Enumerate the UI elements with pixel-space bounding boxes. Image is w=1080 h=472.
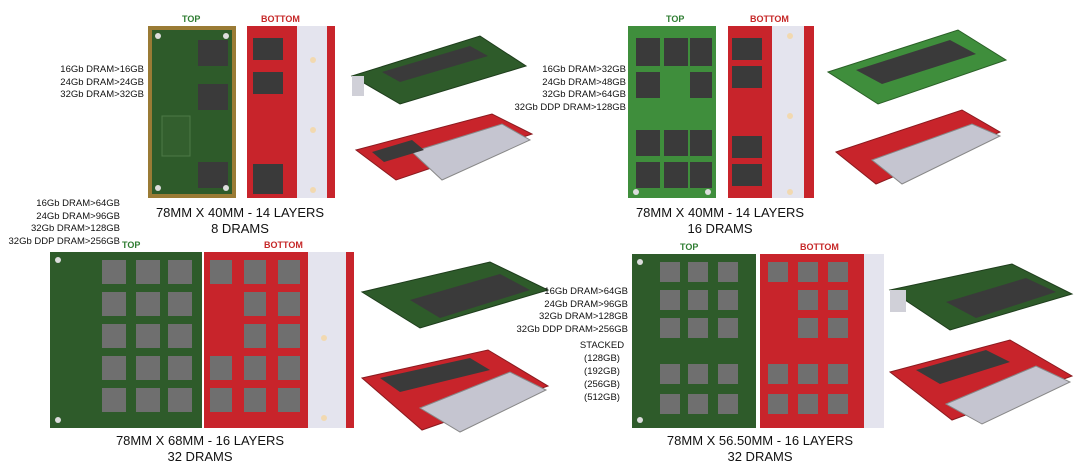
- m2-config-line: 24Gb DRAM>48GB: [542, 76, 626, 88]
- m1-top-board: [148, 26, 236, 198]
- m1-config-line: 16Gb DRAM>16GB: [60, 64, 144, 75]
- m3-3d-top-view: [360, 261, 550, 329]
- m3-caption-drams: 32 DRAMS: [167, 449, 233, 464]
- m4-config-line: 32Gb DRAM>128GB: [539, 311, 628, 322]
- m1-config-line: 32Gb DRAM>32GB: [60, 89, 144, 100]
- m2-caption-dimensions: 78MM X 40MM - 14 LAYERS: [635, 205, 805, 220]
- m4-bottom-label: BOTTOM: [800, 242, 839, 252]
- m2-config-line: 32Gb DDP DRAM>128GB: [514, 101, 627, 113]
- m4-top-board: [632, 254, 756, 428]
- m2-3d-bottom-view: [834, 109, 1002, 185]
- m1-3d-top-view: [350, 35, 528, 105]
- m3-bottom-board: [204, 252, 354, 428]
- m1-bottom-board: [247, 26, 335, 198]
- m3-caption-dimensions: 78MM X 68MM - 16 LAYERS: [115, 433, 285, 448]
- m2-caption: 78MM X 40MM - 14 LAYERS 16 DRAMS: [600, 205, 840, 237]
- m1-caption-drams: 8 DRAMS: [211, 221, 269, 236]
- m3-top-board: [50, 252, 202, 428]
- m2-top-board: [628, 26, 716, 198]
- m4-bottom-board: [760, 254, 884, 428]
- m3-config-line: 32Gb DDP DRAM>256GB: [8, 235, 121, 247]
- m3-bottom-label: BOTTOM: [264, 240, 303, 250]
- m1-config-line: 24Gb DRAM>24GB: [60, 76, 144, 88]
- m4-stacked-line: (192GB): [584, 366, 620, 377]
- m4-3d-top-view: [888, 263, 1074, 331]
- m1-3d-bottom-view: [354, 113, 534, 181]
- m2-config-line: 16Gb DRAM>32GB: [542, 64, 626, 75]
- m3-3d-bottom-view: [360, 349, 550, 433]
- m4-stacked-list: STACKED (128GB) (192GB) (256GB) (512GB): [576, 339, 628, 404]
- m1-caption: 78MM X 40MM - 14 LAYERS 8 DRAMS: [120, 205, 360, 237]
- m4-caption-drams: 32 DRAMS: [727, 449, 793, 464]
- m2-top-label: TOP: [666, 14, 685, 24]
- m4-3d-bottom-view: [888, 339, 1074, 425]
- m3-top-label: TOP: [122, 240, 141, 250]
- m2-config-list: 16Gb DRAM>32GB 24Gb DRAM>48GB 32Gb DRAM>…: [500, 64, 627, 114]
- m3-config-line: 16Gb DRAM>64GB: [36, 198, 120, 209]
- m4-top-label: TOP: [680, 242, 699, 252]
- m2-bottom-label: BOTTOM: [750, 14, 789, 24]
- m3-caption: 78MM X 68MM - 16 LAYERS 32 DRAMS: [80, 433, 320, 465]
- m4-config-list: 16Gb DRAM>64GB 24Gb DRAM>96GB 32Gb DRAM>…: [506, 286, 629, 336]
- m3-config-list: 16Gb DRAM>64GB 24Gb DRAM>96GB 32Gb DRAM>…: [2, 198, 121, 248]
- m1-bottom-label: BOTTOM: [261, 14, 300, 24]
- m4-stacked-line: (512GB): [584, 392, 620, 403]
- m2-bottom-board: [728, 26, 814, 198]
- m1-config-list: 16Gb DRAM>16GB 24Gb DRAM>24GB 32Gb DRAM>…: [40, 64, 144, 102]
- m1-caption-dimensions: 78MM X 40MM - 14 LAYERS: [155, 205, 325, 220]
- m4-caption-dimensions: 78MM X 56.50MM - 16 LAYERS: [666, 433, 854, 448]
- m4-stacked-title: STACKED: [579, 340, 625, 351]
- m2-config-line: 32Gb DRAM>64GB: [542, 89, 626, 100]
- m2-caption-drams: 16 DRAMS: [687, 221, 753, 236]
- m4-config-line: 24Gb DRAM>96GB: [544, 298, 628, 310]
- m3-config-line: 32Gb DRAM>128GB: [31, 223, 120, 234]
- m4-caption: 78MM X 56.50MM - 16 LAYERS 32 DRAMS: [630, 433, 890, 465]
- m4-config-line: 32Gb DDP DRAM>256GB: [516, 323, 629, 335]
- m1-top-label: TOP: [182, 14, 201, 24]
- m4-config-line: 16Gb DRAM>64GB: [544, 286, 628, 297]
- m4-stacked-line: (128GB): [584, 353, 620, 364]
- m4-stacked-line: (256GB): [584, 379, 620, 390]
- m3-config-line: 24Gb DRAM>96GB: [36, 210, 120, 222]
- m2-3d-top-view: [826, 29, 1008, 105]
